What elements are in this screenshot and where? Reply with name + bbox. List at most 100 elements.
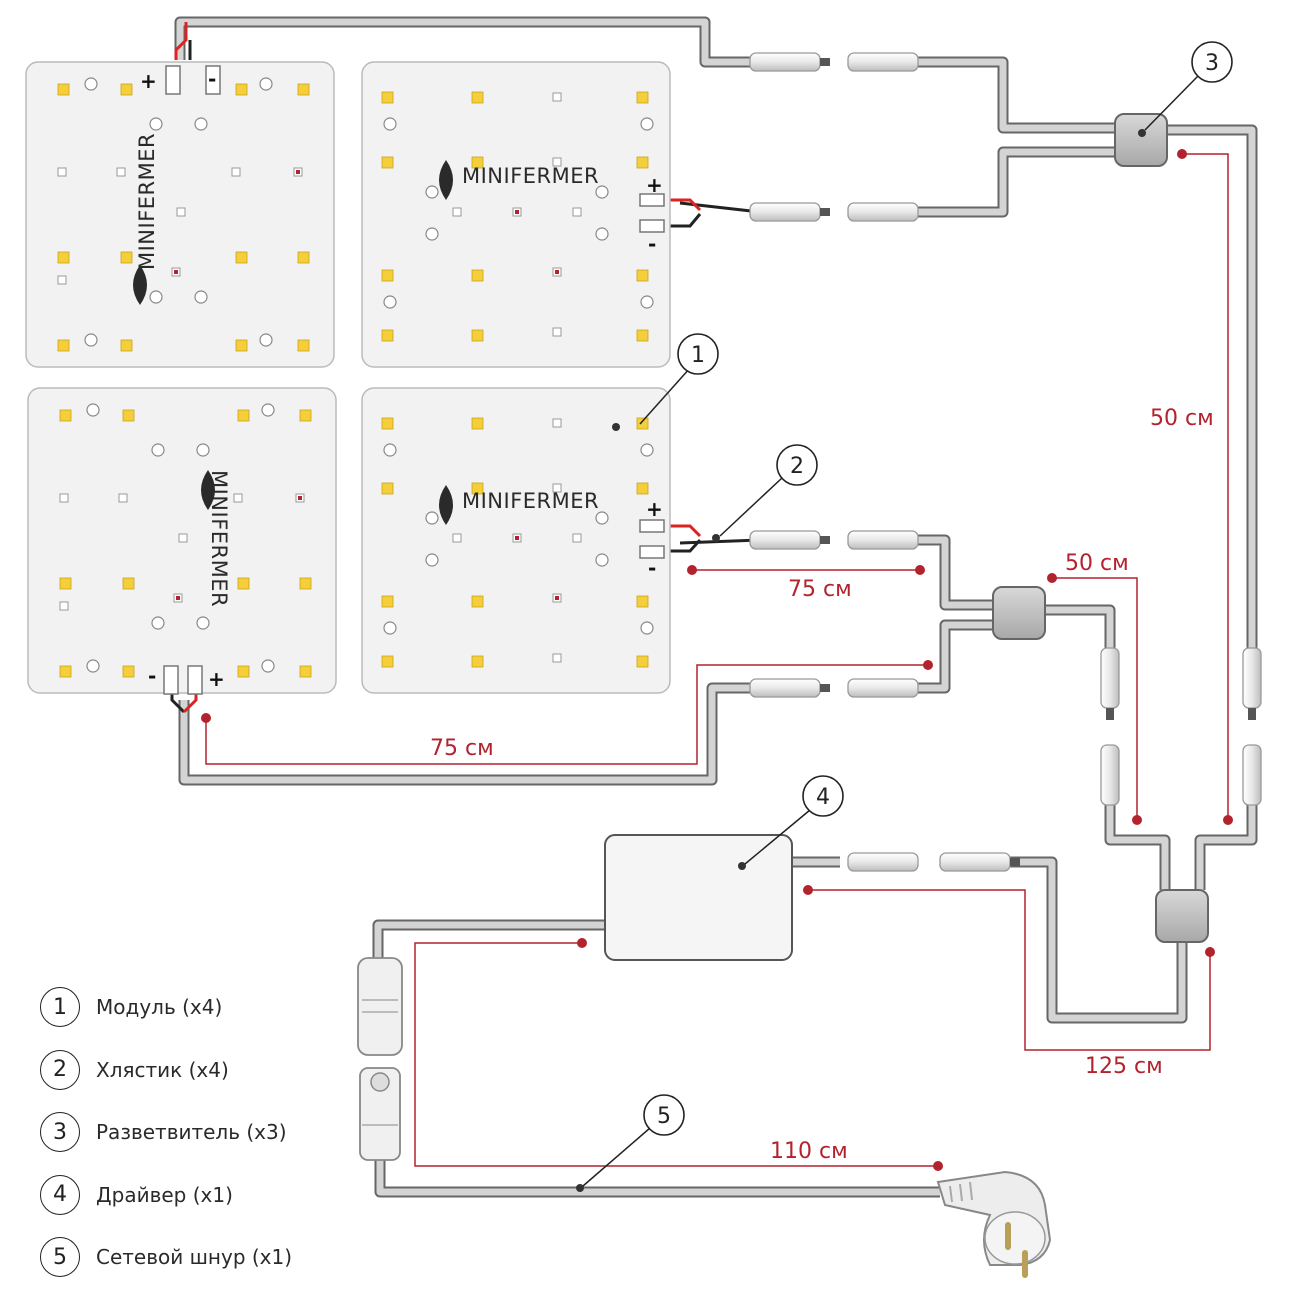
mount-hole [151, 616, 165, 630]
wp-connector-bottom [359, 1067, 401, 1161]
splitter-top [1114, 113, 1168, 167]
contact-pad [205, 65, 221, 95]
cable-outline-2 [910, 146, 1118, 218]
smd-pad [231, 167, 241, 177]
legend-item: 5 Сетевой шнур (x1) [40, 1236, 360, 1278]
smd-pad [552, 483, 562, 493]
led [57, 83, 70, 96]
smd-pad [552, 157, 562, 167]
dimension-line-1 [1052, 577, 1138, 820]
callout-3: 3 [1205, 51, 1219, 76]
dimension-dot [1223, 815, 1233, 825]
led [471, 482, 484, 495]
dimension-dot [577, 938, 587, 948]
red-led [555, 270, 559, 274]
mount-hole [149, 290, 163, 304]
led [636, 269, 649, 282]
dc-male-3 [749, 530, 821, 550]
dc-male-1-pin [820, 58, 830, 66]
led [235, 339, 248, 352]
dc-connectors [749, 52, 1262, 872]
plug-face [984, 1211, 1046, 1265]
led [122, 409, 135, 422]
module-bottom-left [27, 387, 337, 695]
brand-module-top-right: MINIFERMER [462, 164, 599, 188]
polarity-minus-tr: - [648, 232, 656, 256]
legend-number: 2 [40, 1049, 80, 1090]
cable-outline-11 [1000, 856, 1188, 1024]
plug-grip-3 [969, 1181, 973, 1201]
smd-pad [59, 493, 69, 503]
dc-female-3 [847, 530, 919, 550]
mount-hole [84, 333, 98, 347]
power-plug [936, 1170, 1052, 1278]
plug-grip-2 [959, 1183, 963, 1202]
smd-pad [572, 533, 582, 543]
mount-hole [425, 185, 439, 199]
polarity-plus-tr: + [646, 173, 663, 197]
led [471, 156, 484, 169]
mount-hole [151, 443, 165, 457]
contact-pad [165, 65, 181, 95]
mount-hole [383, 295, 397, 309]
red-led [298, 496, 302, 500]
cable-7 [910, 536, 995, 609]
led [471, 91, 484, 104]
legend-item: 4 Драйвер (x1) [40, 1174, 360, 1216]
dim-50cm-right: 50 см [1150, 406, 1214, 431]
contact-pad [163, 665, 179, 695]
module-top-right [361, 61, 671, 368]
module-top-left [25, 61, 335, 368]
smd-pad [233, 493, 243, 503]
mount-hole [595, 553, 609, 567]
legend-item: 3 Разветвитель (x3) [40, 1111, 360, 1153]
legend-label: Драйвер (x1) [96, 1182, 233, 1207]
mount-hole [425, 553, 439, 567]
led [381, 329, 394, 342]
legend-label: Модуль (x4) [96, 995, 223, 1019]
polarity-minus-bl: - [148, 664, 156, 688]
led [636, 91, 649, 104]
mount-hole [383, 443, 397, 457]
smd-pad [552, 327, 562, 337]
brand-module-bottom-left: MINIFERMER [207, 470, 231, 607]
led [299, 409, 312, 422]
dc-male-2-pin [820, 208, 830, 216]
callout-1: 1 [691, 343, 705, 368]
dimension-dot [201, 713, 211, 723]
dc-male-5-pin [1010, 858, 1020, 866]
dimension-dot [933, 1161, 943, 1171]
mount-hole [86, 659, 100, 673]
contact-pad [187, 665, 203, 695]
polarity-plus-br: + [646, 497, 663, 521]
led [381, 91, 394, 104]
leaf-logo-icon [439, 160, 453, 200]
mount-hole [84, 77, 98, 91]
dc-male-2 [749, 202, 821, 222]
leaf-logo-icon [133, 265, 147, 305]
dc-male-1 [749, 52, 821, 72]
dimension-lines [201, 149, 1233, 1171]
pigtail-br [679, 538, 761, 545]
callout-circle-1 [677, 333, 719, 375]
smd-pad [452, 533, 462, 543]
led [57, 339, 70, 352]
legend-number: 5 [40, 1237, 80, 1277]
led [381, 482, 394, 495]
legend-item: 2 Хлястик (x4) [40, 1049, 360, 1091]
led [120, 83, 133, 96]
dimension-dot [1177, 149, 1187, 159]
callout-circle-4 [802, 775, 844, 817]
legend-label: Сетевой шнур (x1) [96, 1245, 293, 1269]
pigtail-tr [679, 201, 761, 214]
led [471, 329, 484, 342]
smd-pad [116, 167, 126, 177]
leaf-logo-icon [201, 470, 215, 510]
led [299, 577, 312, 590]
dimension-dot [1205, 947, 1215, 957]
callout-circle-3 [1191, 41, 1233, 83]
cable-13 [376, 1160, 940, 1196]
mount-hole [425, 227, 439, 241]
legend-number: 4 [40, 1174, 80, 1215]
wire-red-tr [665, 198, 702, 212]
